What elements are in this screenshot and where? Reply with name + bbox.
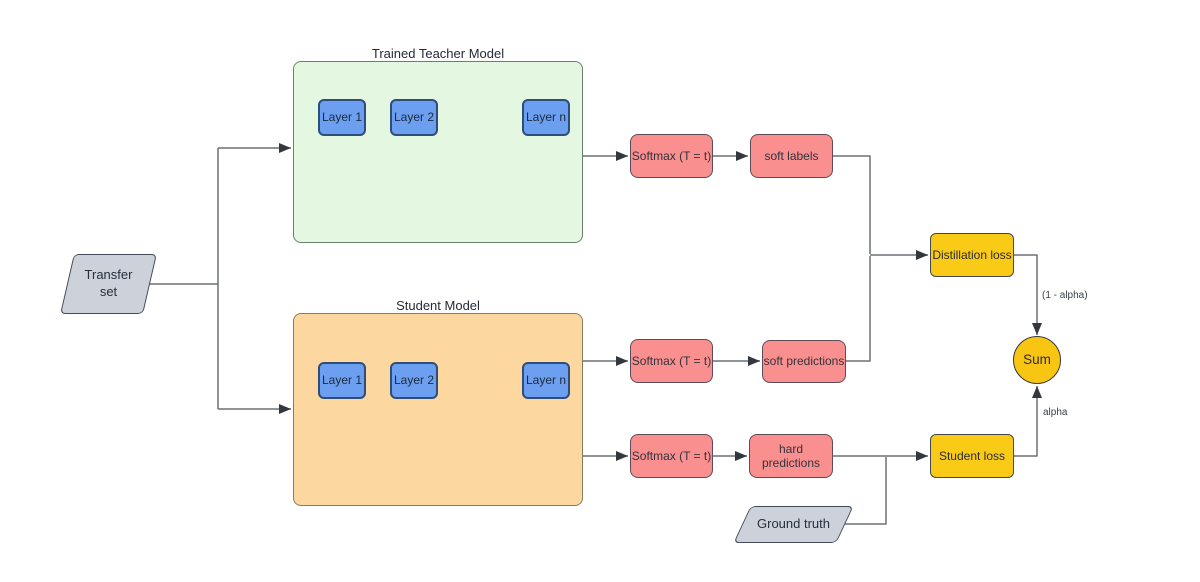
teacher-softmax-node: Softmax (T = t) bbox=[630, 134, 713, 178]
edge-ground-truth-join bbox=[845, 457, 887, 525]
distillation-loss-node: Distillation loss bbox=[930, 233, 1014, 277]
teacher-layer-1: Layer 1 bbox=[318, 99, 366, 136]
edge-soft-predictions-bend bbox=[846, 256, 871, 362]
teacher-layer-n: Layer n bbox=[522, 99, 570, 136]
soft-labels-node: soft labels bbox=[750, 134, 833, 178]
student-layer-2: Layer 2 bbox=[390, 362, 438, 399]
ground-truth-node: Ground truth bbox=[733, 506, 854, 543]
student-softmax-soft-node: Softmax (T = t) bbox=[630, 339, 713, 383]
transfer-set-node: Transfer set bbox=[60, 254, 157, 314]
soft-predictions-node: soft predictions bbox=[762, 340, 846, 383]
student-softmax-hard-node: Softmax (T = t) bbox=[630, 434, 713, 478]
student-model-box bbox=[293, 313, 583, 506]
teacher-model-title: Trained Teacher Model bbox=[371, 46, 505, 61]
sum-node: Sum bbox=[1013, 336, 1061, 384]
edge-transfer-trunk bbox=[140, 148, 219, 409]
student-layer-1: Layer 1 bbox=[318, 362, 366, 399]
edge-label-alpha: alpha bbox=[1043, 407, 1068, 418]
edge-soft-labels-bend bbox=[833, 155, 871, 254]
edge-label-one-minus-alpha: (1 - alpha) bbox=[1042, 290, 1088, 301]
student-layer-n: Layer n bbox=[522, 362, 570, 399]
hard-predictions-node: hard predictions bbox=[749, 434, 833, 478]
edge-distillation-to-sum bbox=[1013, 254, 1042, 335]
teacher-layer-2: Layer 2 bbox=[390, 99, 438, 136]
ground-truth-label: Ground truth bbox=[757, 516, 830, 532]
student-loss-node: Student loss bbox=[930, 434, 1014, 478]
student-model-title: Student Model bbox=[396, 298, 480, 313]
transfer-set-label: Transfer set bbox=[84, 267, 133, 299]
teacher-model-box bbox=[293, 61, 583, 243]
edge-student-loss-to-sum bbox=[1013, 386, 1042, 457]
